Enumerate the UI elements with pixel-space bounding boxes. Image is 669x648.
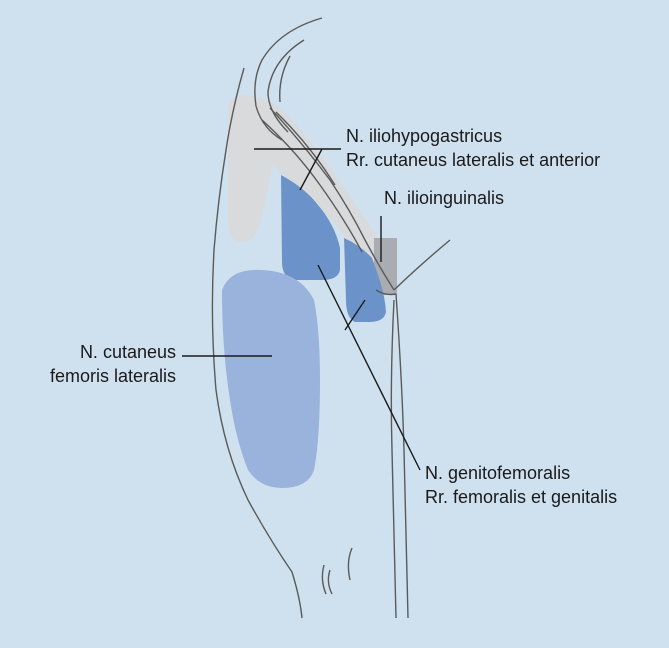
genitofemoralis-label-line1: N. genitofemoralis [425,463,571,483]
genitofemoralis-label-line2: Rr. femoralis et genitalis [425,487,618,507]
cutaneus-femoris-label: N. cutaneus femoris lateralis [40,340,176,388]
ilioinguinalis-label: N. ilioinguinalis [384,186,504,210]
iliohypogastricus-leader-line [254,148,341,191]
genitofemoralis-leader-line-genital [344,299,366,331]
leader-lines [182,148,421,471]
genitofemoralis-leader-line [317,264,421,471]
genitofemoralis-label: N. genitofemoralis Rr. femoralis et geni… [425,461,617,509]
genitofemoralis-region-femoral [281,175,340,280]
cutaneus-femoris-label-line2: femoris lateralis [49,366,176,386]
cutaneus-femoris-region [222,269,320,488]
iliohypogastricus-label-line1: N. iliohypogastricus [346,126,503,146]
cutaneus-femoris-label-line1: N. cutaneus [79,342,176,362]
genitofemoralis-region-genital [344,238,386,322]
iliohypogastricus-label: N. iliohypogastricus Rr. cutaneus latera… [346,124,600,172]
iliohypogastricus-label-line2: Rr. cutaneus lateralis et anterior [346,150,601,170]
ilioinguinalis-label-line1: N. ilioinguinalis [384,188,505,208]
body-outline [211,17,451,619]
